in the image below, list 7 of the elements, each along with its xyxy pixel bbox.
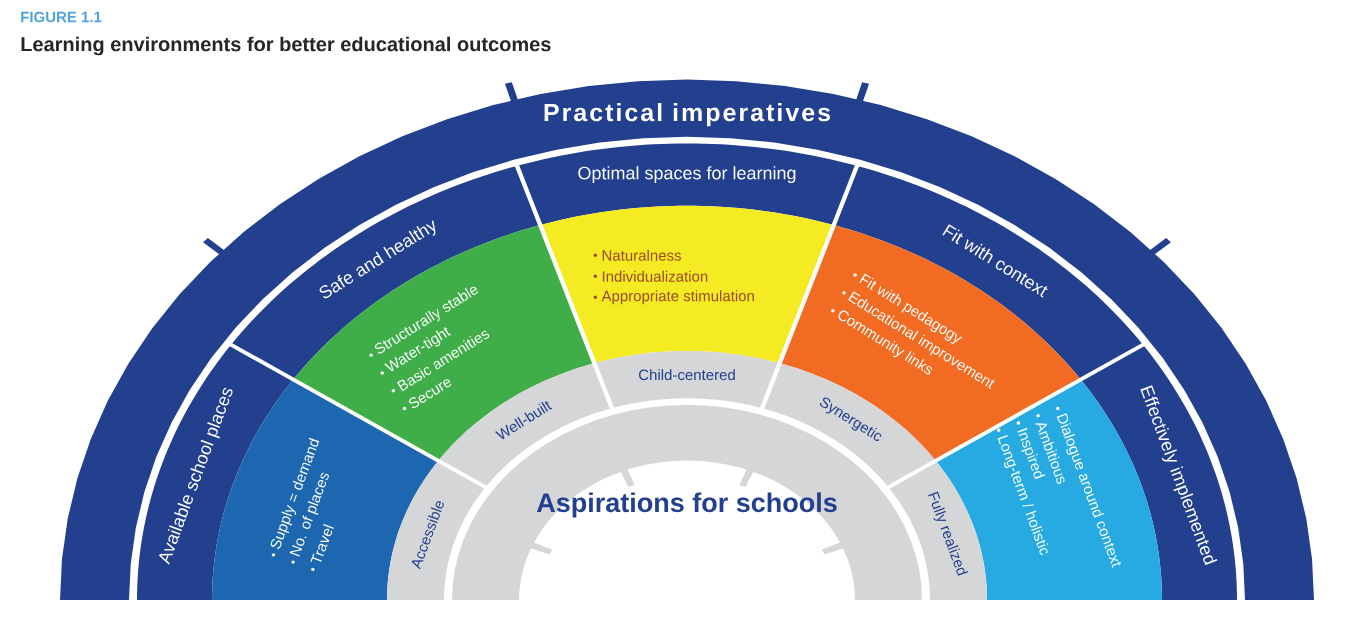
aspiration-segment: Child-centered: [596, 351, 778, 408]
figure-title: Learning environments for better educational outcomes: [21, 36, 551, 56]
figure-number: FIGURE 1.1: [21, 11, 102, 23]
node-label: Child-centered: [639, 369, 735, 381]
heading-segment: Optimal spaces for learning: [519, 143, 855, 225]
content-segment: Naturalness Individualization Appropriate stimulation: [542, 205, 832, 363]
node-label: Optimal spaces for learning: [578, 166, 796, 183]
